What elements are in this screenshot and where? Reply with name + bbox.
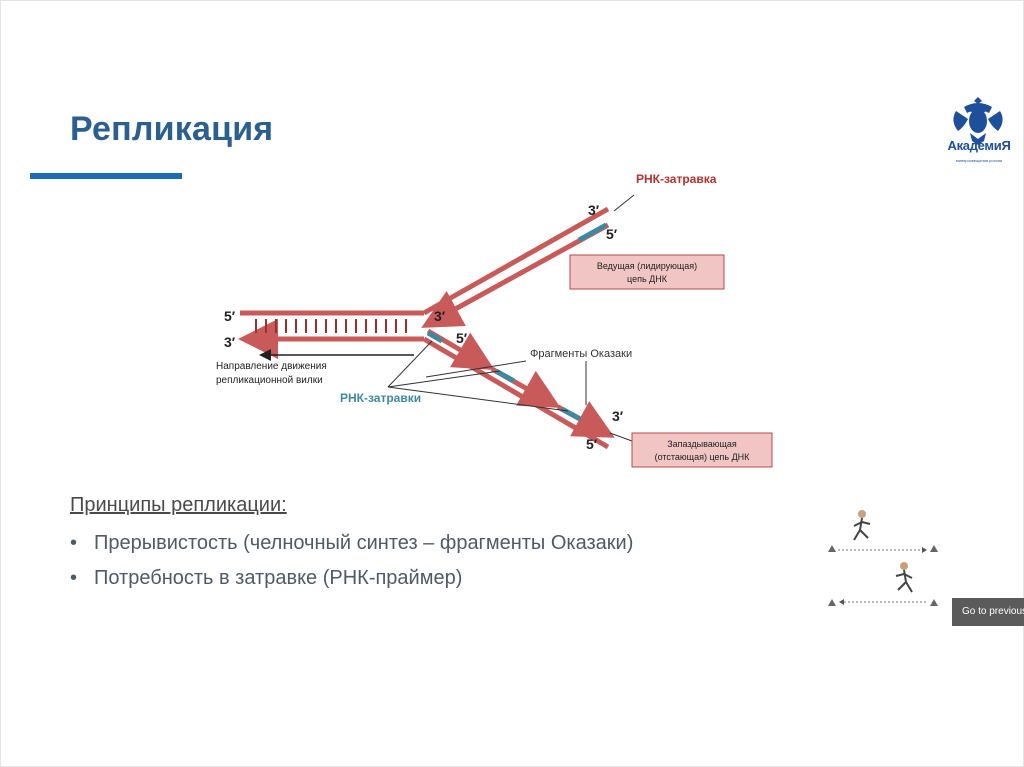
label-5-leading: 5′ — [606, 226, 618, 242]
lagging-primer-1 — [426, 330, 444, 344]
base-pair-rungs — [255, 319, 407, 333]
principles-heading: Принципы репликации: — [70, 494, 287, 516]
rna-primer-label: РНК-затравка — [636, 172, 717, 186]
lagging-primer-2 — [494, 368, 516, 384]
label-5-left: 5′ — [224, 308, 236, 324]
principle-item: • Прерывистость (челночный синтез – фраг… — [70, 530, 633, 556]
label-3-leading: 3′ — [588, 202, 600, 218]
lagging-strand-box — [631, 432, 773, 468]
principles-list: • Прерывистость (челночный синтез – фраг… — [70, 530, 633, 600]
label-3-left: 3′ — [224, 334, 236, 350]
principle-item-text: Прерывистость (челночный синтез – фрагме… — [94, 532, 634, 554]
bullet: • — [70, 532, 78, 554]
title-underline — [30, 173, 182, 179]
leading-strand-box-line1: Ведущая (лидирующая) — [597, 261, 697, 271]
go-to-previous-button[interactable]: Go to previous — [952, 598, 1024, 626]
label-5-lagging: 5′ — [586, 436, 598, 452]
bullet: • — [70, 567, 78, 589]
rna-primer-pointer — [613, 194, 635, 212]
direction-label-line1: Направление движения — [216, 361, 327, 372]
primer-pointer-lines — [387, 340, 587, 412]
leading-new-strand — [421, 222, 610, 328]
direction-label-line2: репликационной вилки — [216, 375, 323, 386]
leading-rna-primer — [577, 222, 608, 243]
okazaki-fragments-label: Фрагменты Оказаки — [530, 348, 632, 360]
principle-item-text: Потребность в затравке (РНК-праймер) — [94, 567, 463, 589]
principle-item: • Потребность в затравке (РНК-праймер) — [70, 565, 633, 591]
runner-2 — [895, 562, 913, 593]
lagging-tail-pointer — [609, 432, 633, 442]
label-5-fork: 5′ — [456, 330, 468, 346]
leading-strand-box — [569, 254, 725, 290]
shuttle-run-illustration — [828, 510, 938, 606]
lagging-strand-box-line2: (отстающая) цепь ДНК — [655, 452, 751, 462]
page-title: Репликация — [70, 110, 274, 148]
lagging-strand-box-line1: Запаздывающая — [667, 439, 737, 449]
replication-fork-diagram: 5′ 3′ 3′ 5′ 3′ 5′ 3′ 5′ РНК-затравка Вед… — [216, 172, 773, 468]
label-3-fork: 3′ — [434, 308, 446, 324]
label-3-lagging: 3′ — [612, 408, 624, 424]
rna-primers-label: РНК-затравки — [340, 391, 421, 405]
logo-subtext: минпросвещения россии — [955, 158, 1003, 163]
academy-emblem-logo — [953, 97, 1003, 145]
logo-text: АкадемиЯ — [947, 138, 1011, 153]
runner-1 — [853, 510, 871, 541]
leading-strand-box-line2: цепь ДНК — [627, 274, 668, 284]
